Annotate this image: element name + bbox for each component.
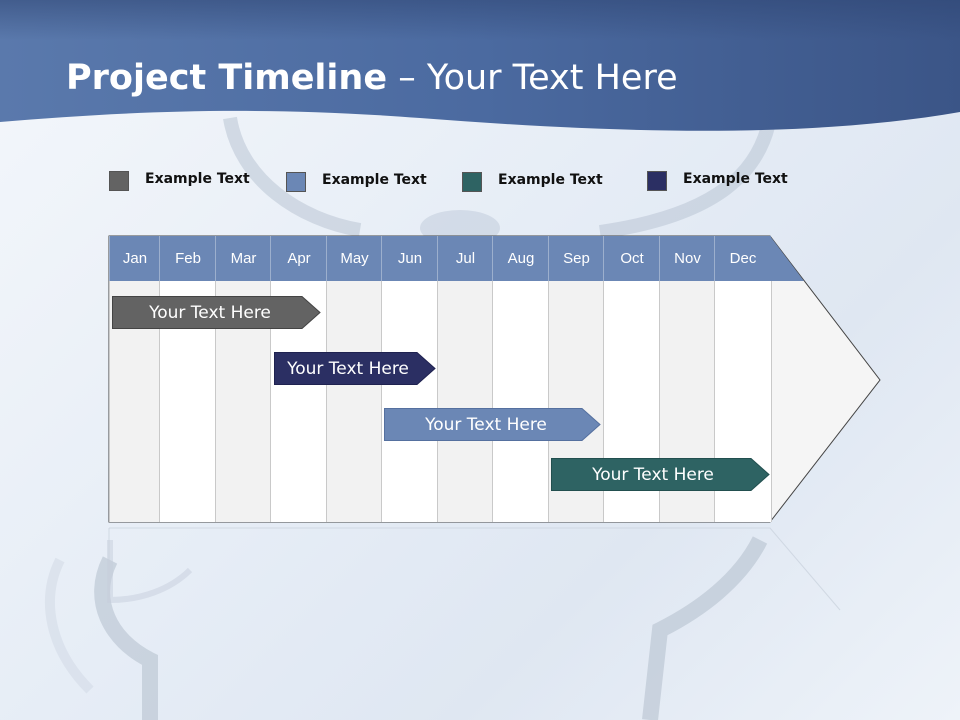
month-header: Oct (603, 236, 660, 281)
month-column (437, 281, 493, 522)
month-column (492, 281, 549, 522)
month-header: Mar (215, 236, 271, 281)
legend-swatch (286, 172, 306, 192)
legend-label: Example Text (145, 171, 250, 187)
legend-label: Example Text (683, 171, 788, 187)
bar-arrow-shape (112, 296, 321, 329)
bar-label: Your Text Here (149, 302, 271, 323)
bar-label: Your Text Here (592, 464, 714, 485)
timeline-bar[interactable]: Your Text Here (274, 352, 436, 385)
month-header: Aug (492, 236, 549, 281)
month-header: Jun (381, 236, 438, 281)
legend-swatch (647, 171, 667, 191)
bar-arrow-shape (384, 408, 601, 441)
month-header: May (326, 236, 382, 281)
bar-arrow-shape (551, 458, 770, 491)
timeline-bar[interactable]: Your Text Here (112, 296, 321, 329)
timeline-bar[interactable]: Your Text Here (384, 408, 601, 441)
bar-arrow-shape (274, 352, 436, 385)
month-header: Feb (159, 236, 216, 281)
legend-label: Example Text (322, 172, 427, 188)
month-header: Apr (270, 236, 327, 281)
month-column (326, 281, 382, 522)
timeline-bar[interactable]: Your Text Here (551, 458, 770, 491)
month-header: Jan (109, 236, 160, 281)
legend-swatch (462, 172, 482, 192)
month-column (381, 281, 438, 522)
bar-label: Your Text Here (425, 414, 547, 435)
slide-title: Project Timeline – Your Text Here (66, 58, 678, 98)
month-header: Sep (548, 236, 604, 281)
month-header: Dec (714, 236, 771, 281)
legend-label: Example Text (498, 172, 603, 188)
title-rest: – Your Text Here (387, 58, 678, 98)
bar-label: Your Text Here (287, 358, 409, 379)
title-bold: Project Timeline (66, 58, 388, 98)
month-header: Nov (659, 236, 715, 281)
month-header: Jul (437, 236, 493, 281)
legend-swatch (109, 171, 129, 191)
